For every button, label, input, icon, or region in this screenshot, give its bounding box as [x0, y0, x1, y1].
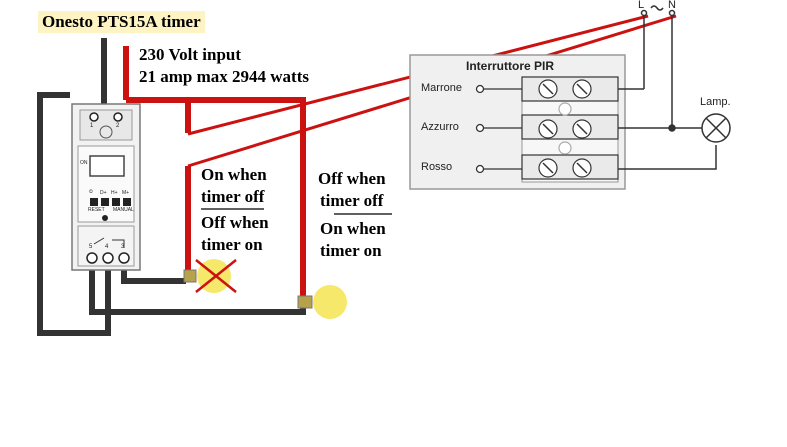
input-voltage-label: 230 Volt input — [139, 45, 242, 64]
button-reset[interactable] — [102, 215, 108, 221]
pir-title: Interruttore PIR — [466, 59, 555, 73]
button-label-hour: H+ — [111, 190, 118, 196]
live-terminal — [640, 9, 648, 17]
terminal-2-label: 2 — [116, 123, 120, 129]
pir-row-marrone: Marrone — [421, 82, 462, 94]
button-label-day: D+ — [100, 190, 107, 196]
button-day[interactable] — [101, 198, 109, 206]
left-lamp-label-1: On when — [201, 165, 267, 184]
left-lamp-label-2: timer off — [201, 187, 265, 206]
neutral-label: N — [668, 0, 676, 11]
terminal-2 — [113, 112, 123, 122]
red-wires — [123, 46, 306, 296]
input-rating-label: 21 amp max 2944 watts — [139, 67, 309, 86]
terminal-1-label: 1 — [90, 123, 94, 129]
pir-switch — [409, 54, 626, 190]
button-timer[interactable] — [90, 198, 98, 206]
terminal-4 — [102, 252, 114, 264]
timer-symbol-icon — [99, 125, 113, 139]
ac-symbol-icon — [650, 5, 664, 11]
lamp-symbol — [701, 113, 731, 143]
right-lamp-label-2: timer off — [320, 191, 384, 210]
neutral-terminal — [668, 9, 676, 17]
right-lamp-label-1: Off when — [318, 169, 386, 188]
button-hour[interactable] — [112, 198, 120, 206]
button-minute[interactable] — [123, 198, 131, 206]
timer-display — [89, 155, 125, 177]
pir-row-azzurro: Azzurro — [421, 121, 459, 133]
pir-row-rosso: Rosso — [421, 161, 453, 173]
terminal-1 — [89, 112, 99, 122]
right-lamp-label-4: timer on — [320, 241, 382, 260]
right-lamp-label-3: On when — [320, 219, 386, 238]
left-lamp-label-4: timer on — [201, 235, 263, 254]
terminal-5-label: 5 — [89, 244, 93, 250]
button-label-minute: M+ — [122, 190, 130, 196]
on-indicator-label: ON — [80, 160, 88, 166]
terminal-5 — [86, 252, 98, 264]
manual-label: MANUAL — [113, 207, 134, 213]
junction-dot — [668, 124, 676, 132]
lamp-label: Lamp. — [700, 96, 731, 108]
relay-symbol-icon — [93, 237, 125, 248]
live-label: L — [638, 0, 645, 11]
title-label: Onesto PTS15A timer — [38, 11, 205, 33]
loop-wire-terminal5 — [37, 92, 111, 336]
supply-wiring — [618, 5, 717, 170]
left-lamp — [183, 259, 237, 293]
right-lamp — [297, 285, 347, 319]
terminal-3 — [118, 252, 130, 264]
timer-unit — [71, 103, 141, 271]
reset-label: RESET — [88, 207, 105, 213]
terminal-4-label: 4 — [105, 244, 109, 250]
right-bulb-icon — [313, 285, 347, 319]
left-lamp-label-3: Off when — [201, 213, 269, 232]
terminal-3-label: 3 — [121, 244, 125, 250]
button-label-timer: ⏲ — [89, 189, 93, 195]
